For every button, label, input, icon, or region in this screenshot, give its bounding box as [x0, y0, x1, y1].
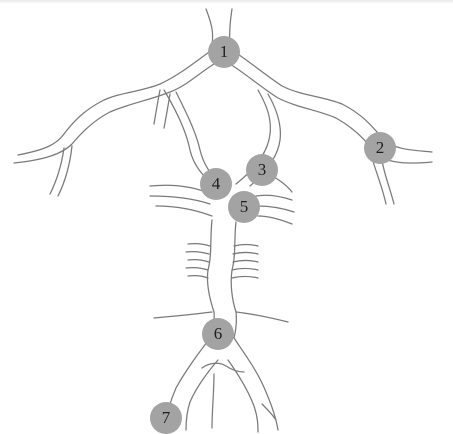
right-upper-branch-outer — [232, 50, 432, 152]
marker-7: 7 — [150, 402, 182, 434]
left-upper-branch-outer — [18, 50, 212, 155]
marker-1: 1 — [208, 36, 240, 68]
left-horizontal-branch-1 — [150, 185, 206, 192]
left-perforator-2 — [186, 252, 209, 254]
left-perforator-3 — [188, 260, 209, 262]
marker-5: 5 — [228, 191, 260, 223]
right-perforator-1 — [234, 245, 258, 247]
right-perforator-5 — [232, 277, 258, 279]
left-small-branch — [154, 90, 160, 124]
right-horizontal-branch-2 — [258, 206, 294, 212]
right-lower-branch — [236, 312, 288, 322]
left-perforator-1 — [188, 244, 210, 246]
right-perforator-2 — [233, 253, 258, 255]
central-small-vessel — [212, 374, 214, 428]
left-horizontal-branch-2 — [150, 196, 210, 204]
left-perforator-4 — [186, 268, 208, 270]
bifurcation-crotch — [202, 363, 244, 372]
left-perforator-5 — [188, 276, 208, 278]
top-vessel-left-wall — [206, 9, 213, 44]
left-descending-stub-inner — [58, 146, 72, 196]
right-horizontal-branch-3 — [258, 216, 292, 224]
right-descending-stub — [372, 158, 386, 204]
left-horizontal-branch-3 — [156, 206, 212, 216]
marker-2: 2 — [364, 132, 396, 164]
right-horizontal-branch-1 — [256, 195, 292, 200]
marker-6: 6 — [202, 318, 234, 350]
left-lower-branch — [154, 312, 212, 318]
right-perforator-3 — [233, 261, 258, 263]
marker-4: 4 — [200, 168, 232, 200]
trunk-right-wall — [231, 222, 236, 338]
right-lower-vessel-inner — [228, 360, 258, 432]
marker-3: 3 — [246, 154, 278, 186]
right-perforator-4 — [232, 269, 258, 271]
